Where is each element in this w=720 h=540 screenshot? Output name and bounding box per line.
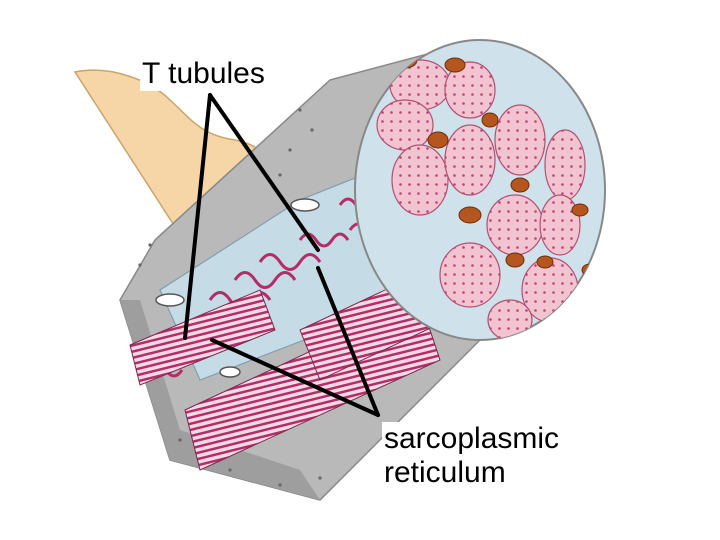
sarcolemma-shade [120, 300, 320, 500]
t-tubule-pointer-1 [183, 93, 212, 340]
sarcolemma-pores [138, 108, 322, 487]
sarcoplasmic-reticulum-label: sarcoplasmic reticulum [382, 422, 562, 490]
myofibril-cross-sections [376, 51, 599, 340]
pointer-lines [183, 93, 380, 417]
myofibril-striped-upper [129, 289, 276, 386]
t-tubule-openings [155, 198, 320, 378]
sarcoplasmic-label-line1: sarcoplasmic [384, 422, 560, 455]
sarcoplasmic-label-line2: reticulum [384, 456, 506, 489]
sr-pointer-2 [316, 266, 380, 417]
mitochondria [392, 51, 599, 277]
sr-pointer-1 [210, 338, 380, 417]
t-tubules-label: T tubules [140, 57, 267, 91]
t-tubule-pointer-2 [208, 93, 320, 252]
